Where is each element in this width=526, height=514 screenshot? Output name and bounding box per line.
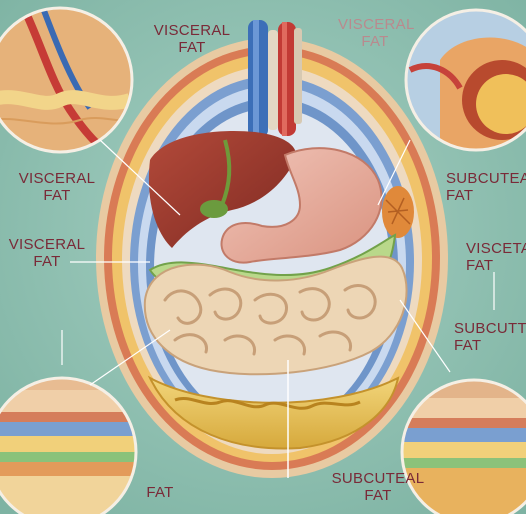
label-left-upper: VISCERAL FAT (18, 170, 96, 204)
label-right-middle-1: VISCETAL FAT (466, 240, 526, 274)
label-bottom-left: FAT (146, 484, 174, 501)
label-bottom-right: SUBCUTEAL FAT (331, 470, 425, 504)
intestines (143, 255, 408, 376)
leader-lines (61, 139, 495, 386)
visceral-fat-band (147, 360, 400, 478)
label-top-center: VISCERAL FAT (153, 22, 231, 56)
stomach (220, 147, 383, 264)
gallbladder (200, 200, 228, 218)
label-right-upper: SUBCUTEAL FAT (446, 170, 526, 204)
zoom-circle-top-left (0, 6, 134, 154)
gallbladder-duct (220, 139, 232, 206)
pancreas (382, 186, 414, 238)
label-right-middle-2: SUBCUTT FAT (454, 320, 526, 354)
label-top-right: VISCERAL FAT (338, 16, 415, 50)
label-left-middle: VISCERAL FAT (8, 236, 86, 270)
zoom-circle-top-right (404, 8, 526, 152)
liver (148, 130, 297, 248)
blood-vessels (248, 20, 302, 138)
